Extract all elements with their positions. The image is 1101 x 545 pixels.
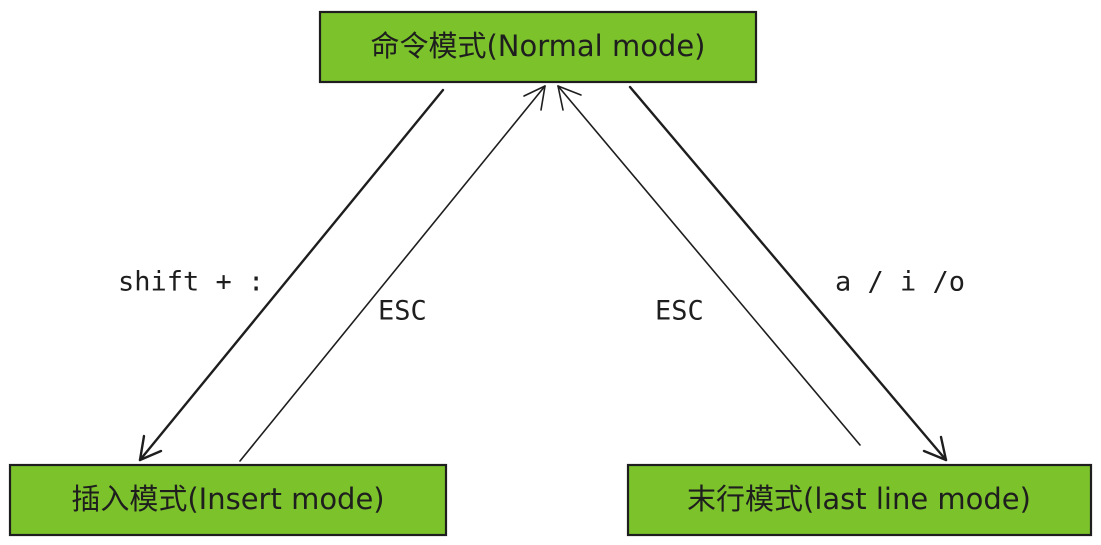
node-normal-mode: 命令模式(Normal mode) xyxy=(318,10,758,84)
edge-normal-to-insert xyxy=(138,88,445,462)
edge-label-shift-colon: shift + : xyxy=(118,267,264,298)
node-lastline-mode: 末行模式(last line mode) xyxy=(626,463,1093,537)
node-insert-mode: 插入模式(Insert mode) xyxy=(8,463,448,537)
edge-normal-to-lastline xyxy=(628,85,948,462)
edge-label-esc-right: ESC xyxy=(655,296,704,327)
edge-label-a-i-o: a / i /o xyxy=(835,267,965,298)
edge-label-esc-left: ESC xyxy=(378,296,427,327)
node-normal-mode-label: 命令模式(Normal mode) xyxy=(370,29,705,63)
edge-insert-to-normal xyxy=(239,85,546,462)
node-lastline-mode-label: 末行模式(last line mode) xyxy=(687,482,1031,516)
edge-lastline-to-normal xyxy=(557,85,861,446)
node-insert-mode-label: 插入模式(Insert mode) xyxy=(71,482,384,516)
